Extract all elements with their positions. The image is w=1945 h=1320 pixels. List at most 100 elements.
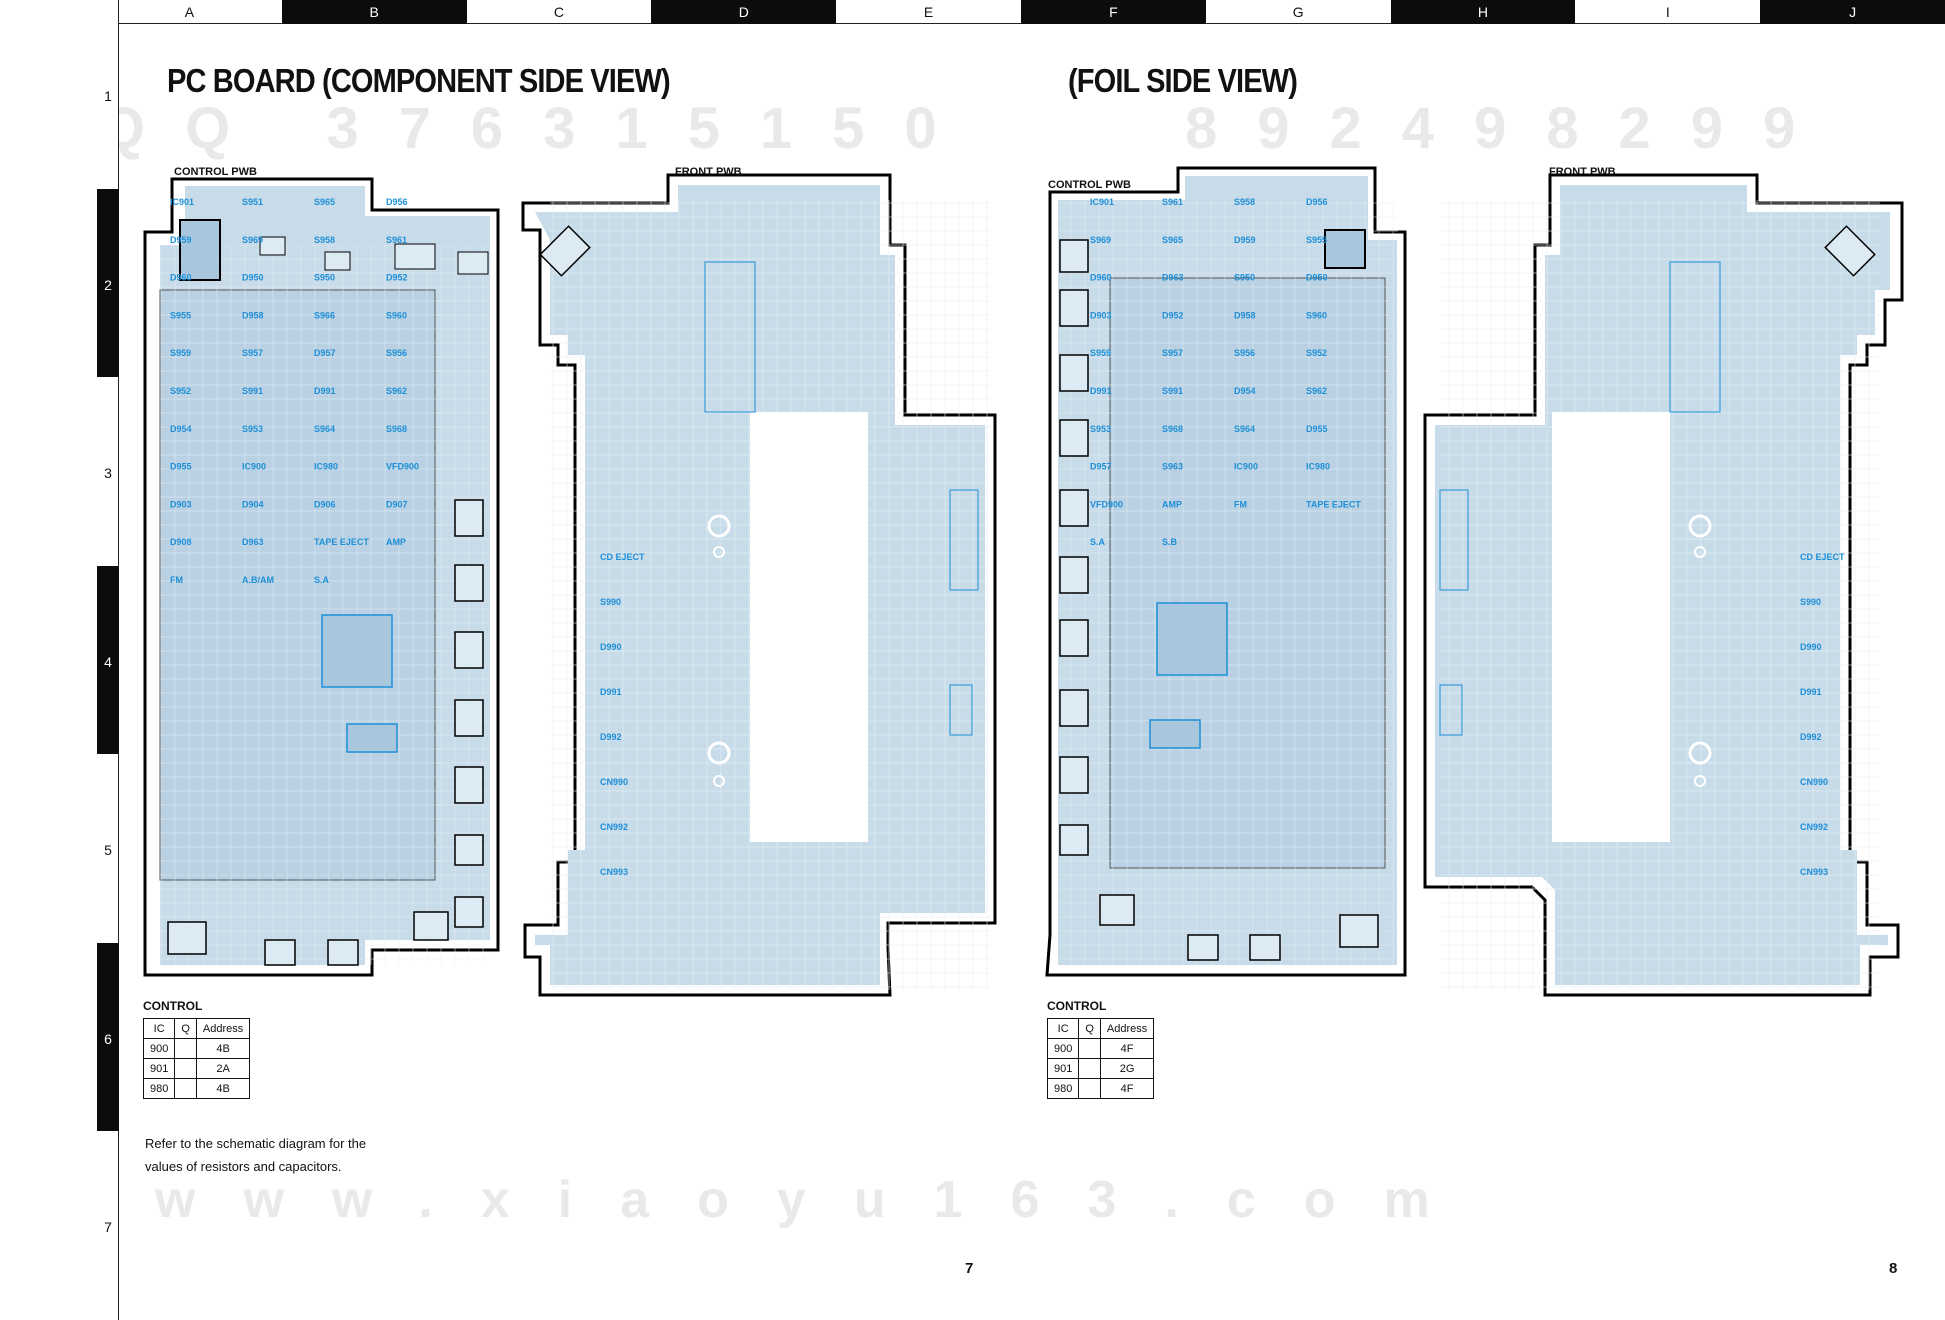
row-label-2: 2 [104,276,112,293]
control-table-title-left: CONTROL [143,999,203,1013]
site-watermark: www.xiaoyu163.com [155,1171,1478,1229]
component-control-part-d959: D959 [170,235,192,245]
row-ruler [97,0,119,1320]
foil-control-part-s950: S950 [1234,273,1255,283]
header-address: Address [195,1018,251,1039]
component-control-part-s960: S960 [386,310,407,320]
foil-front-part-cn992: CN992 [1800,822,1828,832]
foil-control-part-s964: S964 [1234,424,1255,434]
foil-control-part-s956: S956 [1234,348,1255,358]
component-control-part-s953: S953 [242,424,263,434]
component-control-part-d956: D956 [386,197,408,207]
cell-q [174,1058,197,1079]
row-band-4 [97,565,119,755]
foil-side-title: (FOIL SIDE VIEW) [1068,62,1298,99]
row-label-4: 4 [104,653,112,670]
cell-q [174,1078,197,1099]
component-control-part-s969: S969 [242,235,263,245]
component-control-part-s959: S959 [170,348,191,358]
foil-front-part-s990: S990 [1800,597,1821,607]
column-label-j: J [1760,0,1945,24]
component-control-part-d954: D954 [170,424,192,434]
front-pwb-component [521,173,997,997]
component-control-part-s951: S951 [242,197,263,207]
component-control-part-d957: D957 [314,348,336,358]
component-control-part-ic901: IC901 [170,197,194,207]
foil-control-part-tape-eject: TAPE EJECT [1306,499,1361,509]
table-row: 900 4F [1046,1038,1155,1059]
header-q: Q [1078,1018,1101,1039]
component-control-part-s-a: S.A [314,575,330,585]
foil-control-part-s-a: S.A [1090,537,1106,547]
control-pwb-component [143,177,500,977]
control-address-table-left: IC Q Address 900 4B 901 2A 980 4B [142,1018,251,1099]
foil-control-part-s959: S959 [1090,348,1111,358]
row-band-6 [97,942,119,1132]
component-control-part-amp: AMP [386,537,406,547]
serial-watermark-right: 892498299 [1185,96,1836,161]
component-control-part-s958: S958 [314,235,335,245]
note-line-1: Refer to the schematic diagram for the [145,1136,367,1151]
serial-watermark-left: QQ 376315150 [100,96,977,161]
control-table-title-right: CONTROL [1047,999,1107,1013]
cell-q [1078,1078,1101,1099]
foil-front-part-d992: D992 [1800,732,1822,742]
component-control-part-d907: D907 [386,499,408,509]
component-control-part-d991: D991 [314,386,336,396]
component-control-part-d908: D908 [170,537,192,547]
foil-control-part-s962: S962 [1306,386,1327,396]
row-label-6: 6 [104,1030,112,1047]
cell-ic: 980 [1046,1078,1080,1099]
row-band-3 [97,377,119,566]
foil-control-part-s991: S991 [1162,386,1183,396]
table-header-row: IC Q Address [142,1018,251,1039]
column-label-e: E [836,0,1021,24]
table-row: 900 4B [142,1038,251,1059]
component-side-title: PC BOARD (COMPONENT SIDE VIEW) [167,62,671,99]
component-control-part-ic900: IC900 [242,462,266,472]
foil-control-part-d957: D957 [1090,462,1112,472]
component-control-part-a-b-am: A.B/AM [242,575,274,585]
table-row: 901 2G [1046,1058,1155,1079]
component-control-part-d952: D952 [386,273,408,283]
component-control-part-s956: S956 [386,348,407,358]
page-number-right: 8 [1889,1260,1898,1277]
foil-control-part-ic901: IC901 [1090,197,1114,207]
table-row: 980 4F [1046,1078,1155,1099]
cell-q [1078,1058,1101,1079]
cell-ic: 900 [142,1038,176,1059]
foil-control-part-s957: S957 [1162,348,1183,358]
header-ic: IC [1046,1018,1080,1039]
row-band-7 [97,1131,119,1320]
table-row: 901 2A [142,1058,251,1079]
cell-address: 4F [1099,1078,1155,1099]
cell-address: 2G [1099,1058,1155,1079]
foil-control-part-d955: D955 [1306,424,1328,434]
foil-control-part-d963: D963 [1162,273,1184,283]
component-control-part-s952: S952 [170,386,191,396]
row-label-5: 5 [104,842,112,859]
page-number-left: 7 [965,1260,974,1277]
foil-control-part-s953: S953 [1090,424,1111,434]
column-label-f: F [1020,0,1206,24]
component-control-part-s957: S957 [242,348,263,358]
foil-control-part-s968: S968 [1162,424,1183,434]
component-control-part-d960: D960 [170,273,192,283]
schematic-note: Refer to the schematic diagram for the v… [145,1132,366,1178]
component-control-part-s962: S962 [386,386,407,396]
row-label-3: 3 [104,465,112,482]
component-front-part-cd-eject: CD EJECT [600,552,645,562]
column-label-i: I [1575,0,1761,24]
foil-control-part-s963: S963 [1162,462,1183,472]
column-label-d: D [651,0,837,24]
component-control-part-d963: D963 [242,537,264,547]
cell-address: 4B [195,1038,251,1059]
foil-control-part-s-b: S.B [1162,537,1178,547]
control-pwb-label-foil: CONTROL PWB [1048,179,1131,191]
foil-control-part-d956: D956 [1306,197,1328,207]
component-control-part-tape-eject: TAPE EJECT [314,537,369,547]
